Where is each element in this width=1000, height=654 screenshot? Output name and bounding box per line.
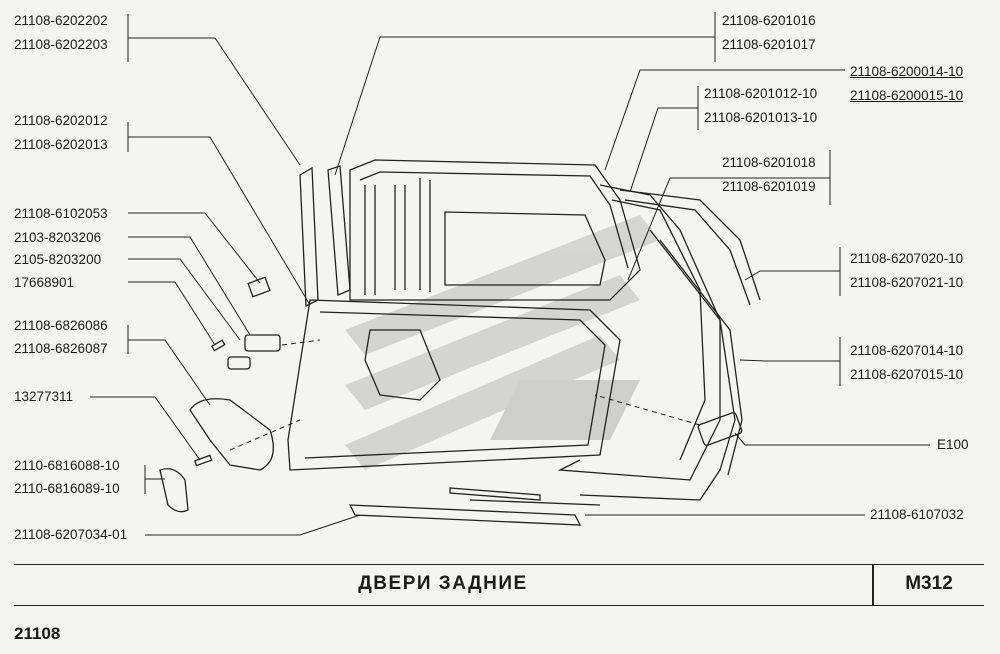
part-label: 13277311 [14, 389, 74, 404]
part-label: 21108-6201016 [722, 13, 816, 28]
door-window-frame [349, 159, 641, 301]
part-label: 17668901 [14, 275, 75, 290]
part-label: 21108-6202012 [14, 113, 108, 128]
handle-connector [697, 412, 743, 446]
door-handle-frame [189, 398, 274, 471]
part-label: 21108-6201019 [722, 179, 816, 194]
title-bar: ДВЕРИ ЗАДНИЕ M312 [14, 564, 984, 606]
part-label: E100 [937, 437, 969, 452]
door-shell [557, 184, 721, 481]
part-label: 21108-6207015-10 [850, 367, 964, 382]
lamp-lens [227, 356, 251, 370]
part-label: 2103-8203206 [14, 230, 102, 245]
part-label: 21108-6826086 [14, 318, 108, 333]
part-label: 2110-6816089-10 [14, 481, 120, 496]
lamp-housing [244, 334, 281, 352]
handle-lever [159, 468, 189, 513]
part-label: 21108-6200014-10 [850, 64, 964, 79]
door-opening-seal [579, 229, 736, 501]
screw-small [210, 339, 226, 352]
glass-run-seal [299, 166, 319, 308]
part-label: 21108-6207034-01 [14, 527, 128, 542]
diagram-code: M312 [905, 573, 953, 594]
part-label: 2105-8203200 [14, 252, 102, 267]
clip-part [247, 276, 271, 298]
part-label: 21108-6107032 [870, 507, 964, 522]
divider [872, 565, 874, 605]
part-label: 21108-6200015-10 [850, 88, 964, 103]
part-label: 21108-6207014-10 [850, 343, 964, 358]
part-label: 2110-6816088-10 [14, 458, 120, 473]
part-label: 21108-6102053 [14, 206, 108, 221]
door-trim-panel [287, 299, 621, 471]
part-label: 21108-6202013 [14, 137, 108, 152]
part-label: 21108-6201012-10 [704, 86, 818, 101]
part-label: 21108-6202202 [14, 13, 108, 28]
part-label: 21108-6201013-10 [704, 110, 818, 125]
part-label: 21108-6201018 [722, 155, 816, 170]
watermark-logo [345, 215, 660, 470]
part-label: 21108-6207020-10 [850, 251, 964, 266]
part-label: 21108-6207021-10 [850, 275, 964, 290]
page-title: ДВЕРИ ЗАДНИЕ [358, 573, 528, 594]
sill-strip-lower [348, 504, 582, 526]
part-label: 21108-6826087 [14, 341, 108, 356]
sill-strip-upper [449, 487, 541, 501]
model-number: 21108 [14, 624, 61, 643]
door-weatherstrip [619, 189, 761, 301]
screw [193, 454, 213, 467]
part-label: 21108-6202203 [14, 37, 108, 52]
part-label: 21108-6201017 [722, 37, 816, 52]
